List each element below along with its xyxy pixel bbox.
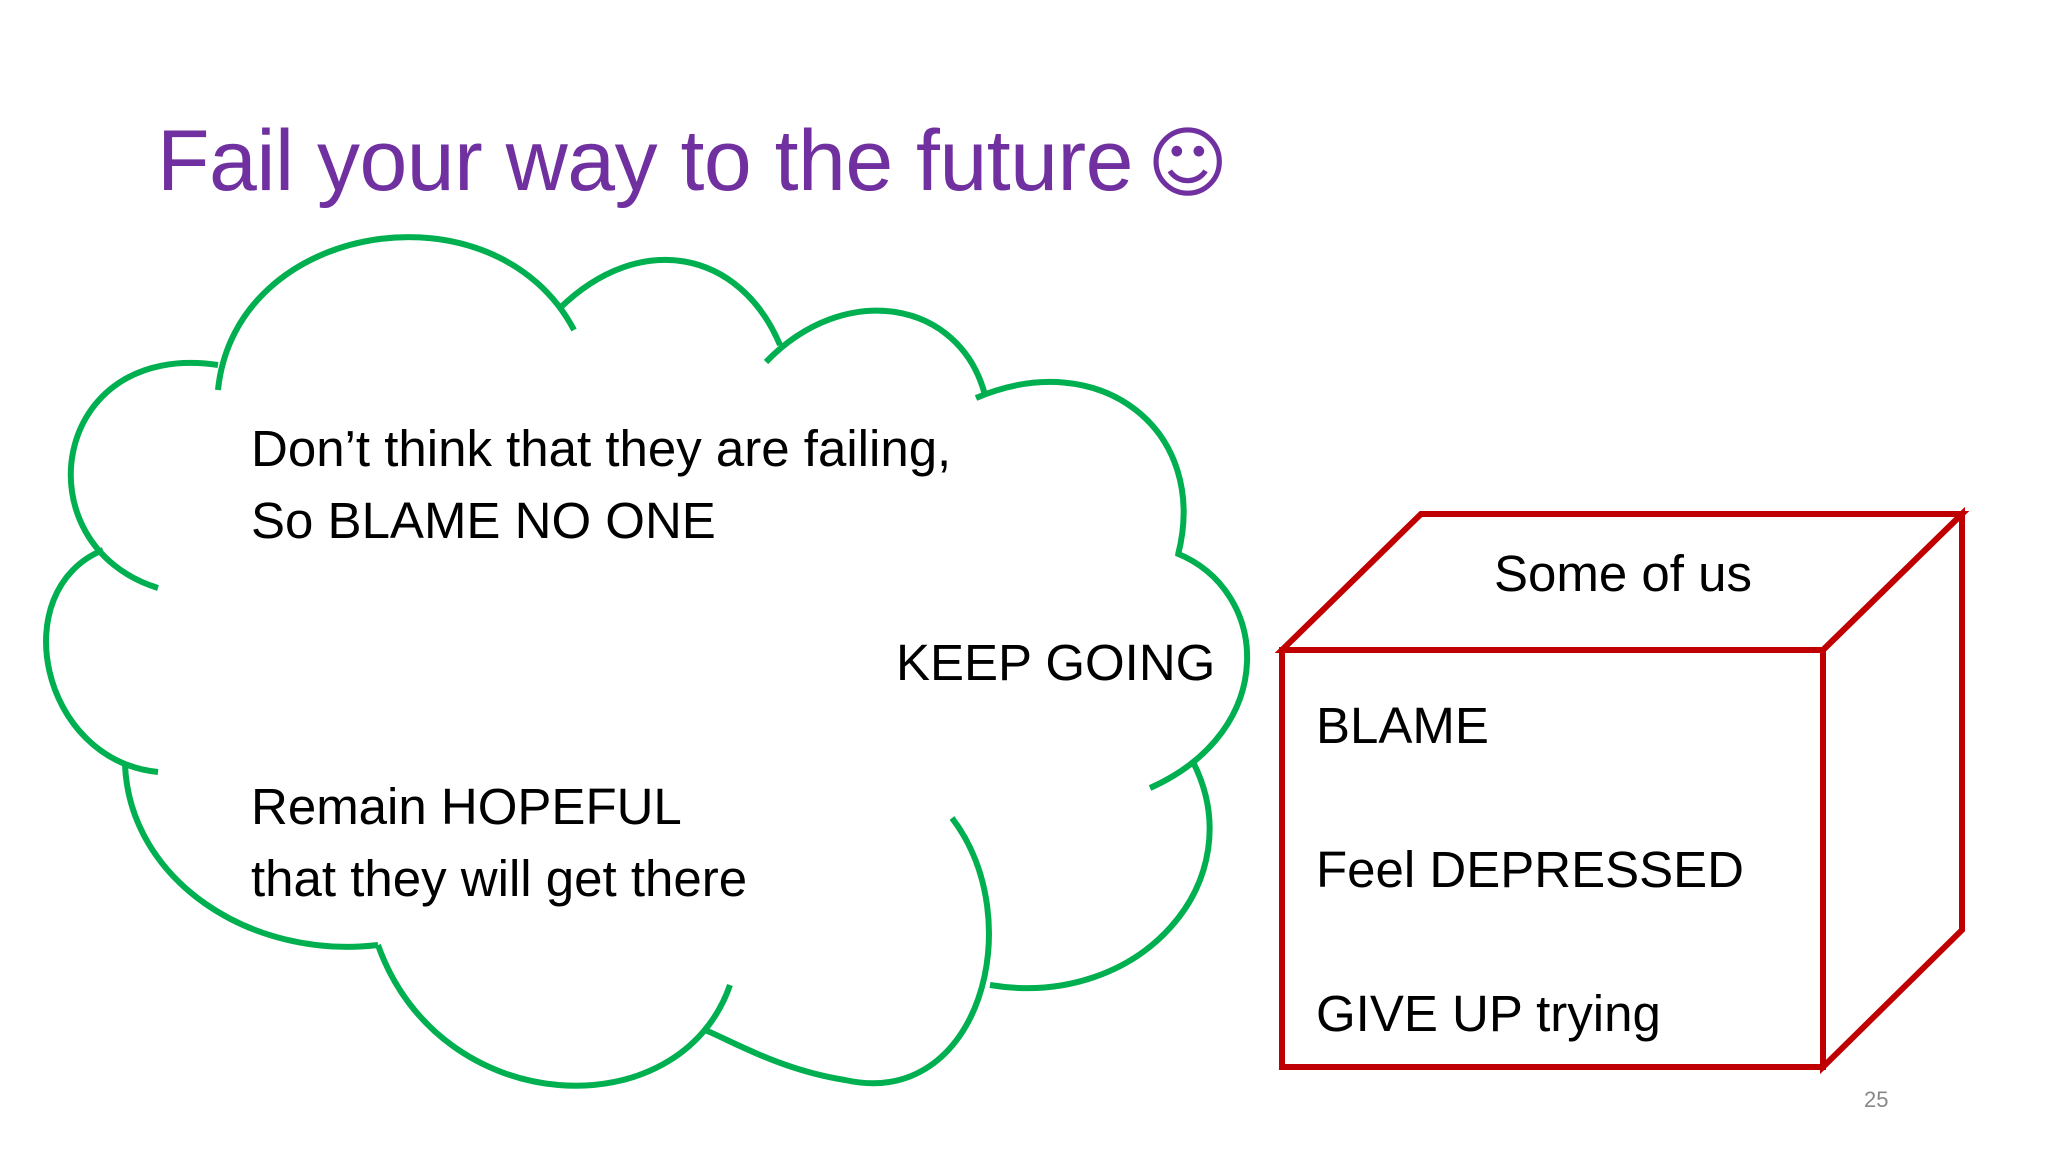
cloud-keep-going-text: KEEP GOING	[896, 634, 1216, 691]
cube-item-blame: BLAME	[1316, 697, 1489, 754]
smiley-icon: ☺	[1146, 119, 1228, 209]
slide-title: Fail your way to the future☺	[157, 118, 1228, 204]
cloud-text-line-2: So BLAME NO ONE	[251, 492, 716, 549]
cube-item-give-up: GIVE UP trying	[1316, 985, 1661, 1042]
cloud-text-line-1: Don’t think that they are failing,	[251, 420, 952, 477]
cube-top-label: Some of us	[1494, 545, 1752, 602]
cube-item-depressed: Feel DEPRESSED	[1316, 841, 1744, 898]
thought-cloud	[43, 234, 1250, 1089]
cloud-text-line-3: Remain HOPEFUL	[251, 778, 682, 835]
cube-shape	[1274, 506, 1970, 1075]
slide-title-text: Fail your way to the future	[157, 113, 1133, 209]
page-number: 25	[1864, 1087, 1889, 1112]
cloud-text-line-4: that they will get there	[251, 850, 748, 907]
